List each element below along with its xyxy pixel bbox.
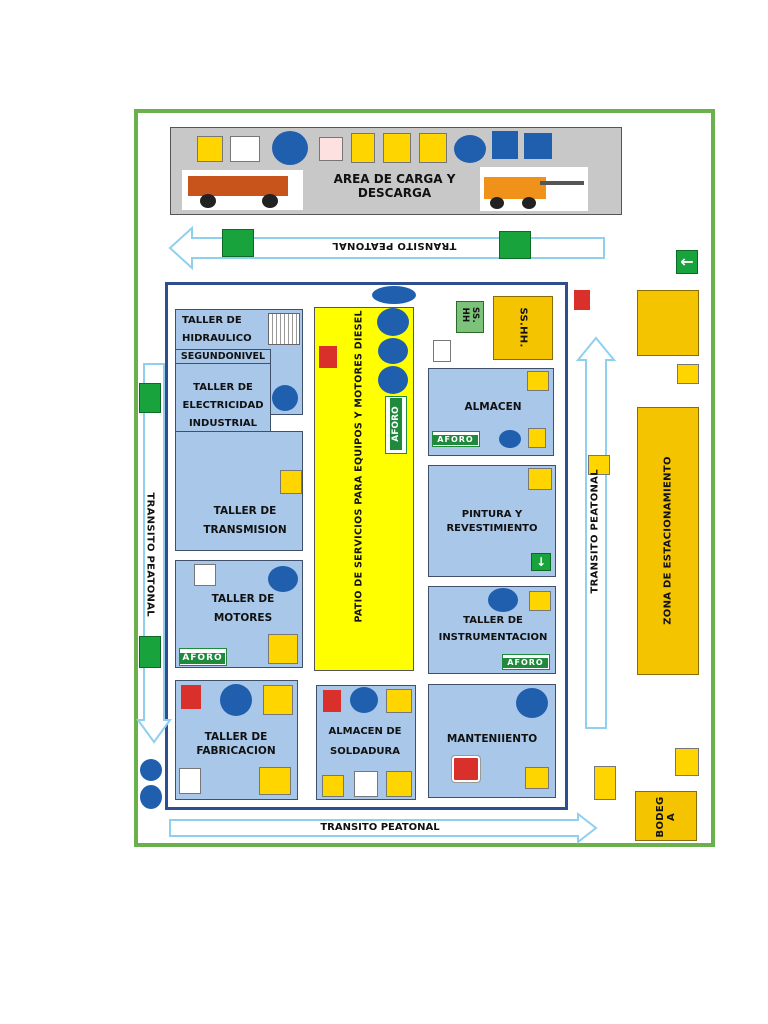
segundonivel-label: SEGUNDONIVEL <box>180 351 266 362</box>
aforo-sign: AFORO <box>179 648 227 666</box>
warning-sign-icon <box>322 775 344 797</box>
no-smoking-icon <box>433 340 451 362</box>
sshh-room <box>493 296 553 360</box>
warning-sign-icon <box>280 470 302 494</box>
right-transit-arrow <box>576 336 616 729</box>
no-smoking-icon <box>354 771 378 797</box>
warning-sign-icon <box>383 133 411 163</box>
ear-protection-icon <box>378 338 408 364</box>
warning-sign-icon <box>588 455 610 475</box>
ppe-suit-icon <box>272 131 308 165</box>
face-shield-icon <box>492 131 518 159</box>
warning-sign-icon <box>259 767 291 795</box>
extinguisher-icon <box>319 346 337 368</box>
emergency-exit-icon <box>139 383 161 413</box>
motores-label: TALLER DE MOTORES <box>211 593 275 624</box>
warning-sign-icon <box>263 685 293 715</box>
estacionamiento-label: ZONA DE ESTACIONAMIENTO <box>662 456 674 625</box>
extinguisher-icon <box>323 690 341 712</box>
no-smoking-icon <box>230 136 260 162</box>
ear-protection-icon <box>488 588 518 612</box>
warning-sign-icon <box>419 133 447 163</box>
ppe-icon <box>140 759 162 781</box>
zona-superior <box>637 290 699 356</box>
aforo-text: AFORO <box>433 435 478 445</box>
warning-sign-icon <box>529 591 551 611</box>
extinguisher-icon <box>319 137 343 161</box>
warning-sign-icon <box>527 371 549 391</box>
almacen-label: ALMACEN <box>464 401 522 413</box>
warning-sign-icon <box>528 428 546 448</box>
workshop-building <box>165 282 568 810</box>
ear-protection-icon <box>272 385 298 411</box>
warning-sign-icon <box>386 771 412 797</box>
top-transit-label: TRANSITO PEATONAL <box>332 240 457 251</box>
ppe-icon <box>140 785 162 809</box>
ppe-icon <box>220 684 252 716</box>
extinguisher-icon <box>181 685 201 709</box>
no-smoking-icon <box>179 768 201 794</box>
fire-alarm-icon <box>451 755 481 783</box>
sshh-small-label: SS. HH <box>460 307 480 323</box>
aforo-sign: AFORO <box>432 431 480 447</box>
warning-sign-icon <box>594 766 616 800</box>
drill-rig-icon <box>480 167 588 211</box>
bodega <box>635 791 697 841</box>
ear-protection-icon <box>516 688 548 718</box>
divider <box>175 363 271 364</box>
warning-sign-icon <box>351 133 375 163</box>
stairs-icon <box>268 313 300 345</box>
warning-sign-icon <box>386 689 412 713</box>
no-smoking-icon <box>194 564 216 586</box>
loading-area-signs <box>197 131 562 165</box>
warning-sign-icon <box>525 767 549 789</box>
aforo-sign: AFORO <box>385 396 407 454</box>
patio-label: PATIO DE SERVICIOS PARA EQUIPOS Y MOTORE… <box>353 310 365 623</box>
ear-protection-icon <box>454 135 486 163</box>
ppe-suit-icon <box>377 308 409 336</box>
left-transit-label: TRANSITO PEATONAL <box>144 492 156 617</box>
zona-estacionamiento <box>637 407 699 675</box>
bodega-label: BODEG A <box>655 796 677 838</box>
mantenimiento-label: MANTENIIENTO <box>446 733 538 745</box>
transmision-label: TALLER DE TRANSMISION <box>203 505 287 536</box>
warning-sign-icon <box>268 634 298 664</box>
hidraulico-label: TALLER DE HIDRAULICO <box>182 315 252 344</box>
dump-truck-icon <box>182 170 303 210</box>
extinguisher-icon <box>574 290 590 310</box>
electricidad-label: TALLER DE ELECTRICIDAD INDUSTRIAL <box>182 382 264 429</box>
instrumentacion-label: TALLER DE INSTRUMENTACION <box>438 615 548 643</box>
ear-protection-icon <box>268 566 298 592</box>
ppe-suit-icon <box>372 286 416 304</box>
gloves-icon <box>524 133 552 159</box>
fabricacion-label: TALLER DE FABRICACION <box>196 731 276 757</box>
bottom-transit-label: TRANSITO PEATONAL <box>320 822 440 833</box>
aforo-text-vertical: AFORO <box>390 398 402 450</box>
exit-arrow-down-icon: ↓ <box>531 553 551 571</box>
warning-sign-icon <box>528 468 552 490</box>
loading-area-label: AREA DE CARGA Y DESCARGA <box>333 172 456 200</box>
warning-sign-icon <box>675 748 699 776</box>
right-transit-label: TRANSITO PEATONAL <box>589 469 601 594</box>
emergency-exit-icon <box>222 229 254 257</box>
sshh-label: SS.HH. <box>517 307 529 348</box>
soldadura-label: ALMACEN DE SOLDADURA <box>328 726 402 757</box>
aforo-sign: AFORO <box>502 654 550 670</box>
ear-protection-icon <box>499 430 521 448</box>
emergency-exit-icon <box>139 636 161 668</box>
bottom-transit-arrow <box>169 812 598 844</box>
sshh-small <box>456 301 484 333</box>
aforo-text: AFORO <box>503 658 548 668</box>
exit-arrow-icon: ← <box>676 250 698 274</box>
pintura-label: PINTURA Y REVESTIMIENTO <box>446 509 538 534</box>
gloves-icon <box>378 366 408 394</box>
top-transit-arrow <box>168 226 605 270</box>
warning-sign-icon <box>677 364 699 384</box>
warning-sign-icon <box>197 136 223 162</box>
ppe-icon <box>350 687 378 713</box>
aforo-text: AFORO <box>180 653 225 664</box>
emergency-exit-icon <box>499 231 531 259</box>
